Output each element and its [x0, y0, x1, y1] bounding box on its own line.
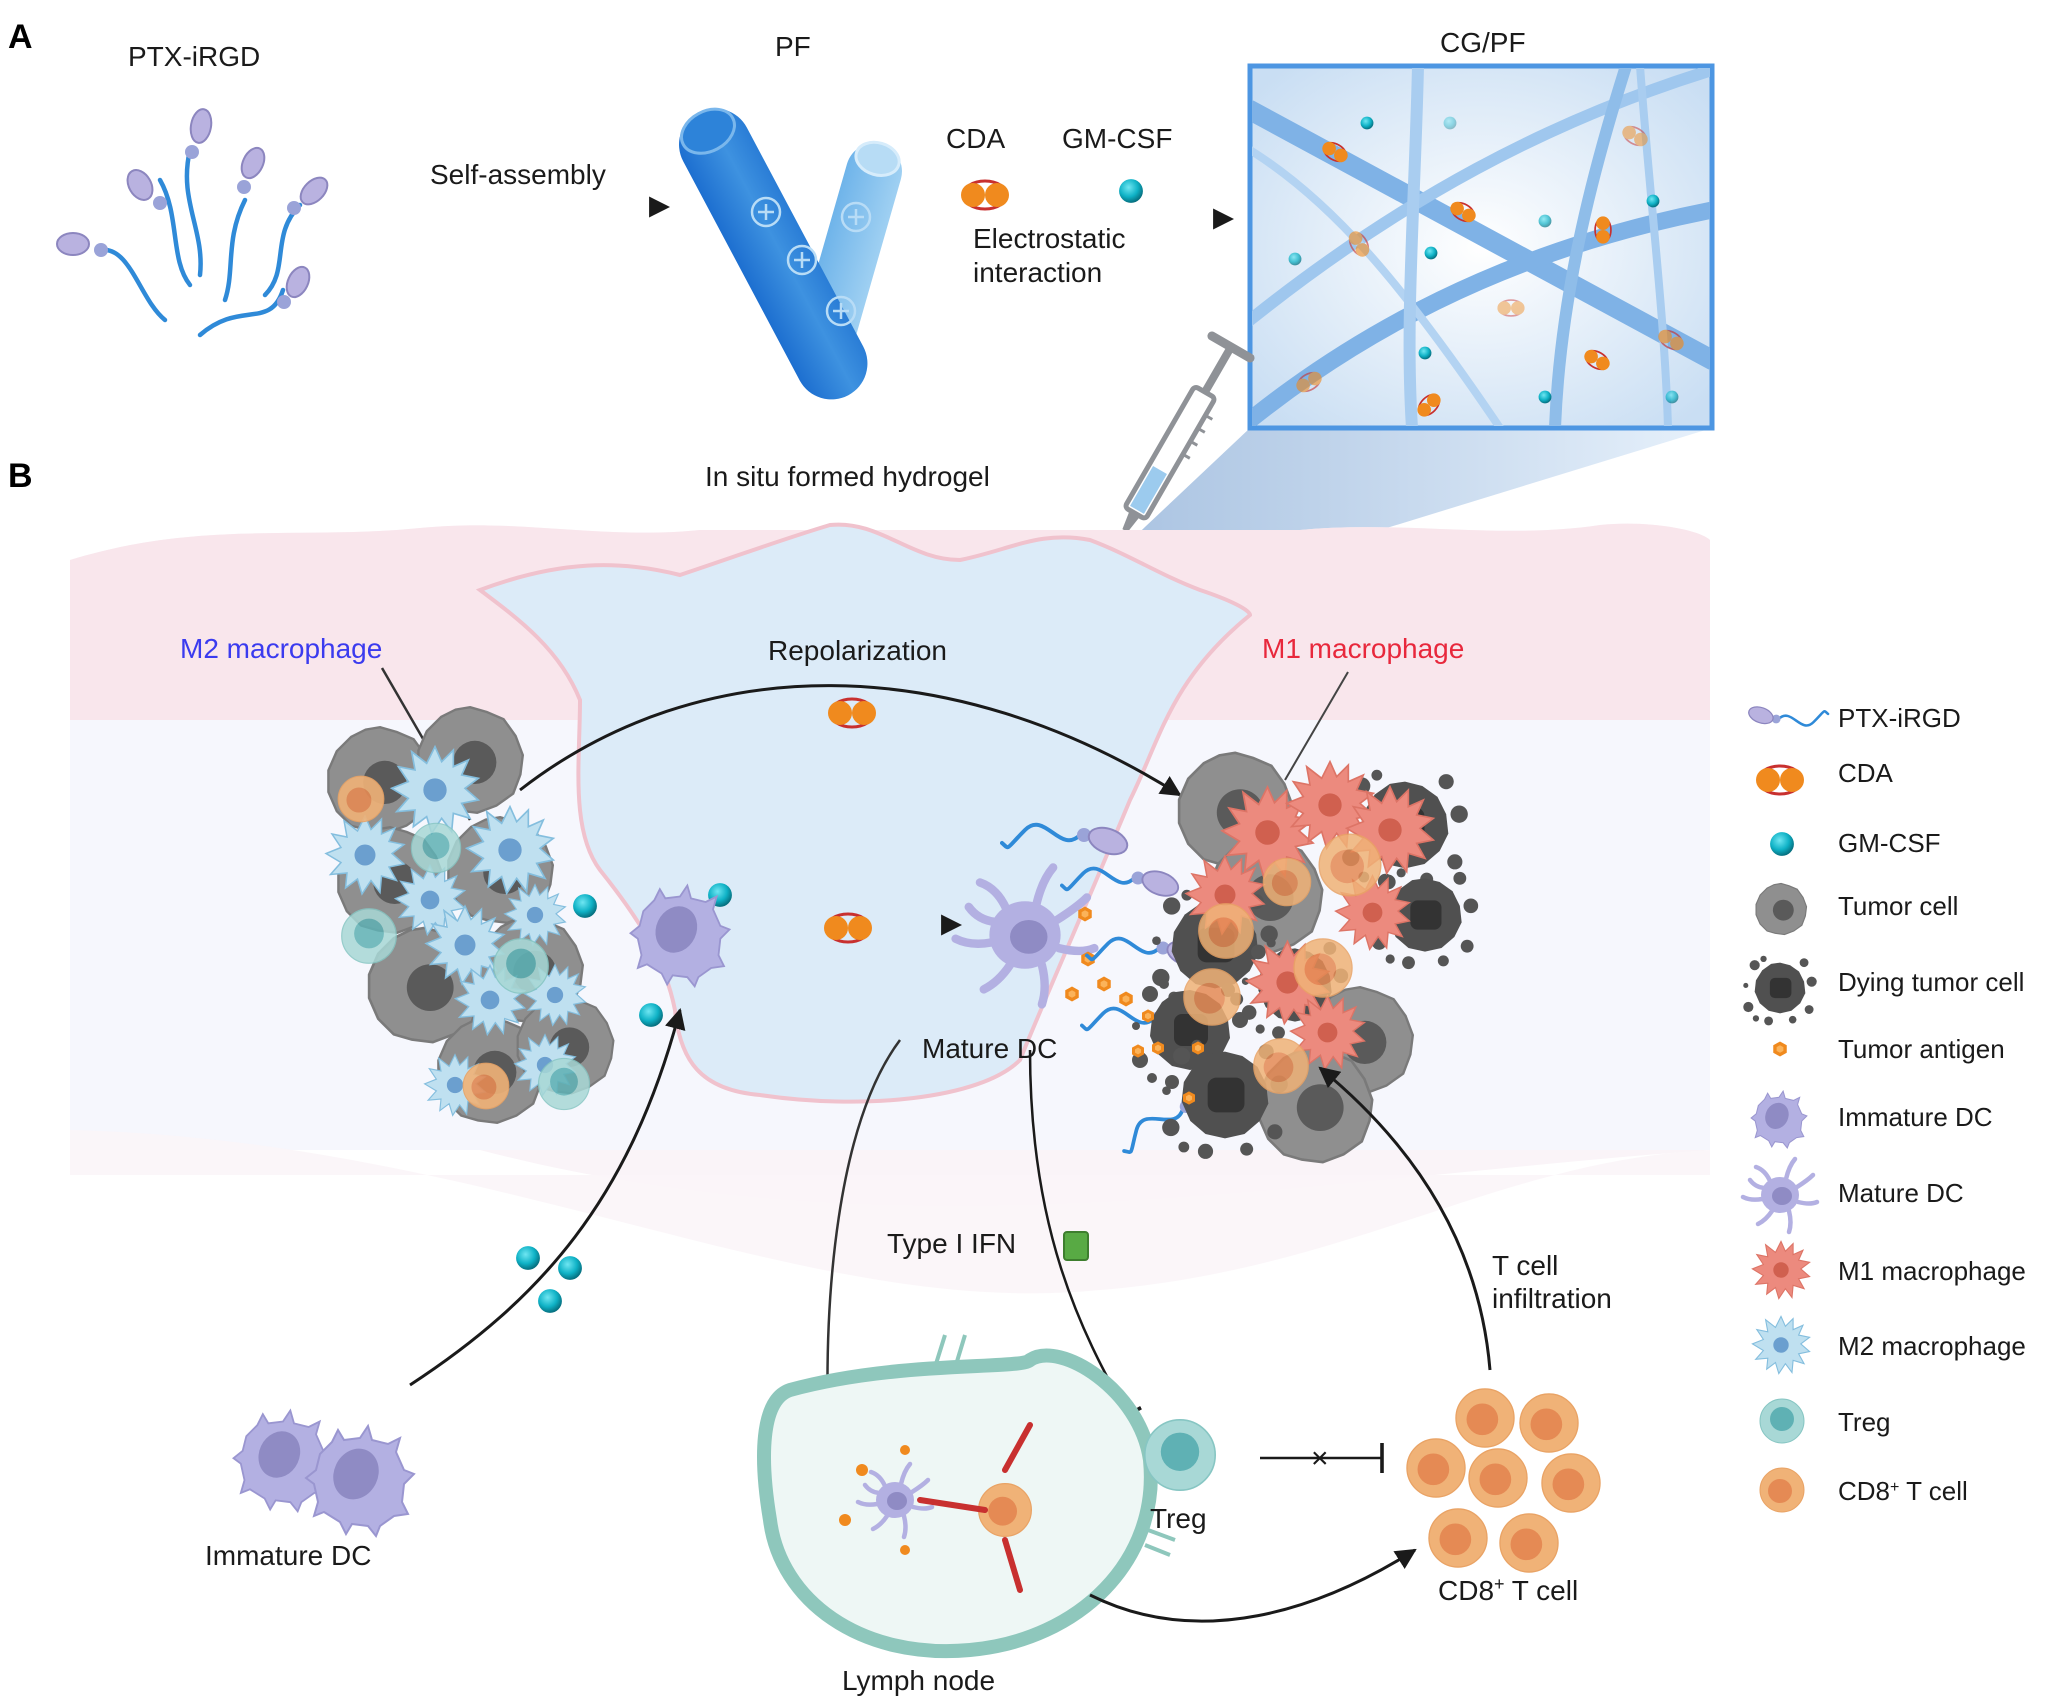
legend-item-ptx-irgd: PTX-iRGD: [1745, 702, 1961, 733]
legend-item-mature-dc: Mature DC: [1743, 1159, 1964, 1232]
pf-title: PF: [775, 31, 811, 62]
treg-label: Treg: [1150, 1503, 1207, 1534]
m1-macrophage-icon: [1751, 1240, 1811, 1300]
repolarization-label: Repolarization: [768, 635, 947, 666]
cd8-t-cell-cluster: [1406, 1388, 1601, 1573]
gmcsf-particle: [639, 1003, 663, 1027]
syringe-icon: [1098, 331, 1255, 575]
svg-text:PTX-iRGD: PTX-iRGD: [1838, 703, 1961, 733]
t-cell-infiltration-line2: infiltration: [1492, 1283, 1612, 1314]
gmcsf-label: GM-CSF: [1062, 123, 1172, 154]
legend-item-m1-macrophage: M1 macrophage: [1751, 1240, 2026, 1300]
svg-text:Tumor antigen: Tumor antigen: [1838, 1034, 2005, 1064]
electrostatic-label-line2: interaction: [973, 257, 1102, 288]
legend-item-treg: Treg: [1759, 1398, 1891, 1444]
gmcsf-particle: [573, 894, 597, 918]
treg-cell: [1144, 1419, 1216, 1491]
svg-text:Treg: Treg: [1838, 1407, 1891, 1437]
panel-a-label: A: [8, 18, 33, 56]
svg-text:CDA: CDA: [1838, 758, 1894, 788]
immature-dc-cell: [305, 1425, 415, 1537]
ptx-irgd-heads: [56, 108, 329, 309]
repolarization-arrow: [519, 684, 1182, 797]
lymph-node: [757, 1334, 1176, 1659]
recruitment-arrow: [409, 1007, 686, 1387]
legend-item-immature-dc: Immature DC: [1750, 1090, 1993, 1149]
cda-label: CDA: [946, 123, 1005, 154]
ptx-irgd-icon: [1745, 702, 1830, 728]
mature-dc-icon: [1743, 1159, 1817, 1232]
legend-item-tumor-antigen: Tumor antigen: [1773, 1034, 2005, 1064]
svg-text:M2 macrophage: M2 macrophage: [1838, 1331, 2026, 1361]
ptx-irgd-title: PTX-iRGD: [128, 41, 260, 72]
type-i-ifn-icon: [1063, 1231, 1089, 1261]
legend-item-dying-tumor-cell: Dying tumor cell: [1743, 955, 2024, 1026]
pf-fibers: [679, 107, 902, 400]
m2-macrophage-icon: [1751, 1315, 1811, 1375]
treg-icon: [1759, 1398, 1805, 1444]
cd8-t-cell-label: CD8+ T cell: [1438, 1574, 1578, 1606]
tumor-cell-icon: [1755, 882, 1808, 936]
immature-dc-label: Immature DC: [205, 1540, 371, 1571]
cda-icon: [959, 179, 1011, 211]
t-cell-infiltration-line1: T cell: [1492, 1250, 1558, 1281]
type-i-ifn-label: Type I IFN: [887, 1228, 1016, 1259]
legend-item-tumor-cell: Tumor cell: [1755, 882, 1958, 936]
legend-item-cd8-t-cell: CD8+ T cell: [1759, 1467, 1968, 1513]
lymph-to-cd8-arrow: [1089, 1548, 1417, 1623]
immature-dc-icon: [1750, 1090, 1808, 1149]
hydrogel-label: In situ formed hydrogel: [705, 461, 990, 492]
t-cell-infiltration-arrow: [1318, 1066, 1492, 1371]
m2-macrophage-callout: M2 macrophage: [180, 633, 382, 664]
self-assembly-label: Self-assembly: [430, 159, 606, 190]
svg-text:M1 macrophage: M1 macrophage: [1838, 1256, 2026, 1286]
panel-b-label: B: [8, 457, 33, 495]
dying-tumor-cell-icon: [1743, 955, 1817, 1026]
svg-text:CD8+ T cell: CD8+ T cell: [1838, 1476, 1968, 1506]
svg-text:Mature DC: Mature DC: [1838, 1178, 1964, 1208]
cda-icon: [1754, 764, 1806, 796]
gmcsf-icon: [1119, 179, 1143, 203]
svg-text:Tumor cell: Tumor cell: [1838, 891, 1958, 921]
svg-text:Immature DC: Immature DC: [1838, 1102, 1993, 1132]
m1-callout-line: [1284, 671, 1349, 781]
mature-dc-label: Mature DC: [922, 1033, 1057, 1064]
positive-charge-icons: [750, 196, 872, 327]
m1-macrophage-callout: M1 macrophage: [1262, 633, 1464, 664]
svg-text:GM-CSF: GM-CSF: [1838, 828, 1941, 858]
gmcsf-particle: [538, 1289, 562, 1313]
tumor-antigen-icon: [1773, 1041, 1787, 1057]
gmcsf-particle: [516, 1246, 540, 1270]
legend-item-gm-csf: GM-CSF: [1770, 828, 1941, 858]
lymph-node-label: Lymph node: [842, 1665, 995, 1696]
legend: PTX-iRGD CDA GM-CSF Tumor cell Dying tum…: [1743, 702, 2026, 1513]
cd8-t-cell-icon: [1759, 1467, 1805, 1513]
electrostatic-label-line1: Electrostatic: [973, 223, 1126, 254]
cgpf-title: CG/PF: [1440, 27, 1526, 58]
gmcsf-icon: [1770, 832, 1794, 856]
gmcsf-particle: [558, 1256, 582, 1280]
legend-item-m2-macrophage: M2 macrophage: [1751, 1315, 2026, 1375]
legend-item-cda: CDA: [1754, 758, 1894, 796]
svg-text:Dying tumor cell: Dying tumor cell: [1838, 967, 2024, 997]
inhibit-blocked-mark: ×: [1311, 1442, 1329, 1475]
